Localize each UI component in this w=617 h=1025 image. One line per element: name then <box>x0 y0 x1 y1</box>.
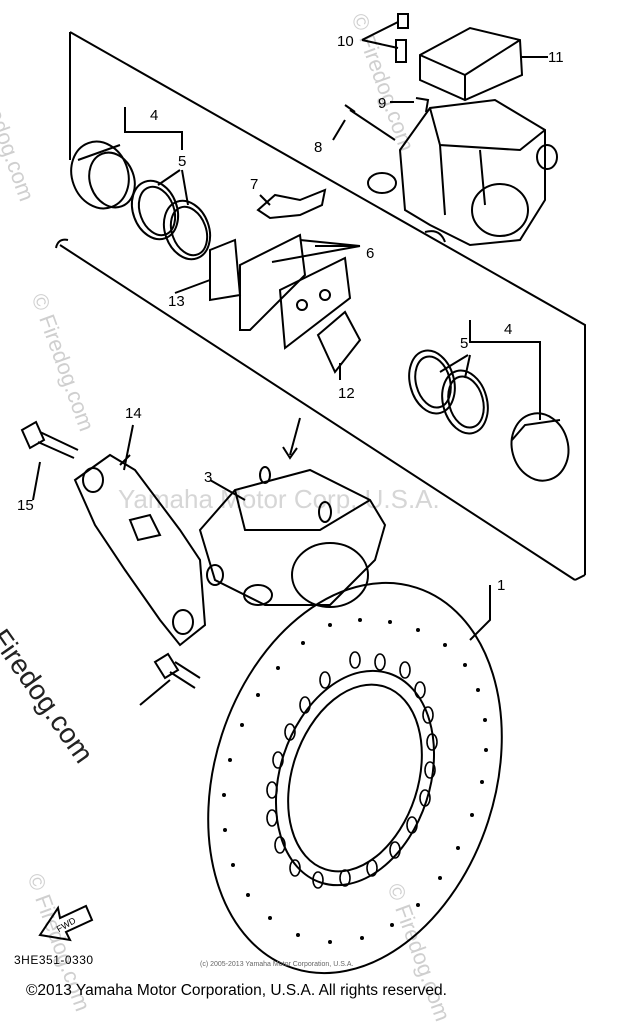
brake-disc <box>207 581 503 975</box>
callout-12: 12 <box>338 385 355 402</box>
callout-labels: 1 3 4 4 5 5 6 7 8 9 10 11 12 13 14 15 <box>17 33 564 594</box>
bleed-screws <box>395 13 409 63</box>
diagram-code: 3HE351-0330 <box>14 953 94 967</box>
section-border <box>59 31 586 581</box>
callout-5-upper: 5 <box>178 153 186 170</box>
callout-10: 10 <box>337 33 354 50</box>
leader-lines <box>32 21 548 706</box>
callout-1: 1 <box>497 577 505 594</box>
callout-6: 6 <box>366 245 374 262</box>
callout-3: 3 <box>204 469 212 486</box>
callout-5-lower: 5 <box>460 335 468 352</box>
caliper-bracket <box>73 453 207 647</box>
callout-4-lower: 4 <box>504 321 512 338</box>
callout-11: 11 <box>548 49 564 66</box>
caliper-upper <box>367 98 558 247</box>
disc-bolt <box>153 652 201 689</box>
callout-14: 14 <box>125 405 142 422</box>
seals-lower <box>408 349 489 435</box>
callout-4-upper: 4 <box>150 107 158 124</box>
callout-13: 13 <box>168 293 185 310</box>
pad-spring <box>256 188 327 220</box>
piston-lower <box>510 412 570 482</box>
pin-clip <box>415 97 430 113</box>
section-border-notch <box>55 238 69 249</box>
seals-upper <box>130 179 212 261</box>
callout-15: 15 <box>17 497 34 514</box>
callout-9: 9 <box>378 95 386 112</box>
disc-holes <box>266 651 438 889</box>
assembly-arrow <box>282 417 301 460</box>
callout-7: 7 <box>250 176 258 193</box>
disc-vent-dots <box>222 618 488 944</box>
piston-upper <box>70 140 136 210</box>
bracket-bolt <box>20 420 79 459</box>
brake-pads <box>209 233 362 374</box>
pad-cover <box>419 26 524 102</box>
footer-copyright: ©2013 Yamaha Motor Corporation, U.S.A. A… <box>26 982 447 999</box>
pad-pin <box>344 104 396 141</box>
fwd-arrow <box>38 904 94 942</box>
caliper-body <box>198 466 387 608</box>
small-copyright: (c) 2005-2013 Yamaha Motor Corporation, … <box>200 961 354 968</box>
callout-8: 8 <box>314 139 322 156</box>
